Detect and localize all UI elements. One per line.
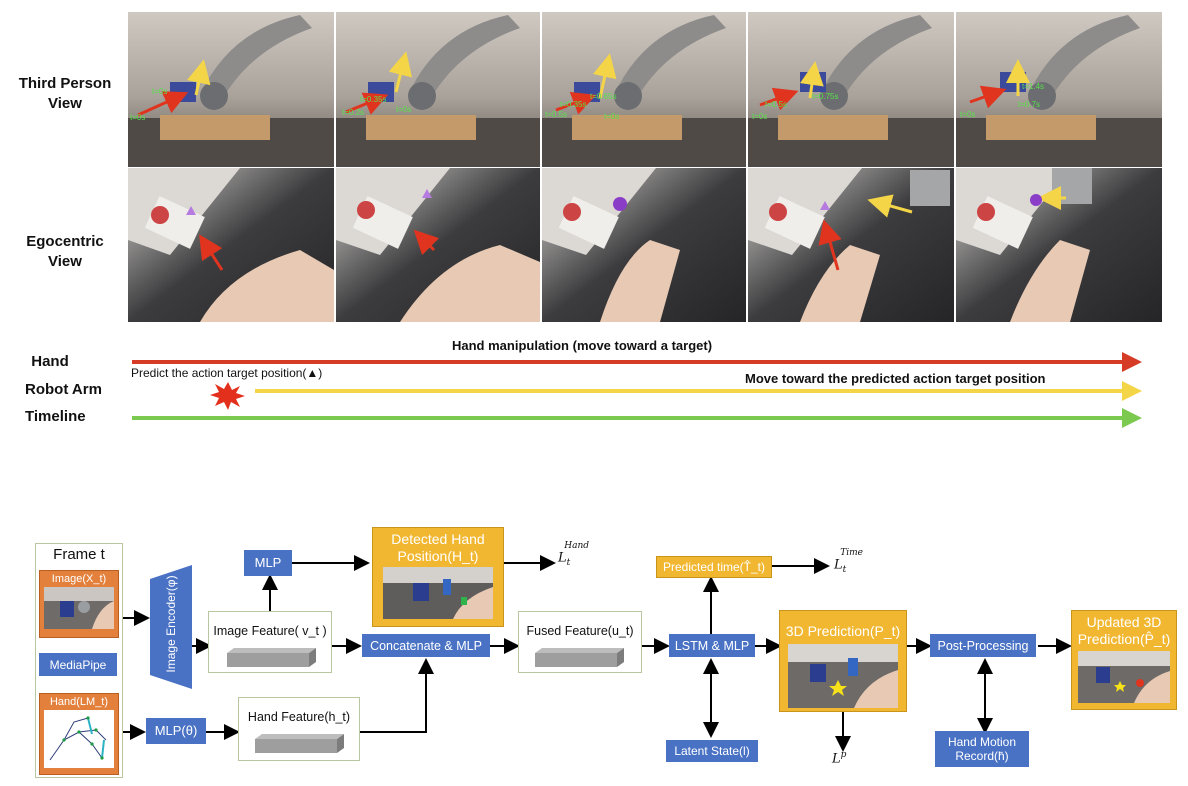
- prediction-3d-box: 3D Prediction(P_t): [779, 610, 907, 712]
- hand-motion-label-1: Hand Motion: [947, 735, 1017, 749]
- overlay-f4-b: t=0.75s: [812, 92, 839, 101]
- loss-time: LtTime: [834, 548, 864, 575]
- overlay-f3-c: t=0.65s: [590, 92, 617, 101]
- egocentric-frame-1: [128, 168, 334, 322]
- third-person-view-label: Third Person View: [18, 75, 112, 112]
- fused-feature-label: Fused Feature(u_t): [526, 624, 634, 638]
- mediapipe-box: MediaPipe: [39, 653, 117, 676]
- overlay-f2-a: t=0.35s: [360, 95, 387, 104]
- predicted-time-label: Predicted time(T̂_t): [662, 560, 766, 574]
- frame-hand-box: Hand(LM_t): [39, 693, 119, 775]
- updated-3d-thumb: [1078, 651, 1170, 703]
- overlay-f4-c: t=0s: [752, 112, 768, 121]
- latent-state-box: Latent State(l): [666, 740, 758, 762]
- overlay-f3-d: t=0s: [604, 112, 620, 121]
- robot-arm-label: Robot Arm: [25, 381, 102, 398]
- updated-3d-title-1: Updated 3D: [1086, 614, 1162, 630]
- timeline-bar: [132, 408, 1142, 428]
- updated-3d-box: Updated 3D Prediction(P̂_t): [1071, 610, 1177, 710]
- lstm-mlp-box: LSTM & MLP: [669, 634, 755, 657]
- frame-hand-label: Hand(LM_t): [49, 696, 109, 708]
- third-person-frame-2: [336, 12, 540, 167]
- third-person-frame-1: [128, 12, 334, 167]
- post-processing-box: Post-Processing: [930, 634, 1036, 657]
- third-person-frame-4: [748, 12, 954, 167]
- hand-motion-box: Hand Motion Record(h̄): [935, 731, 1029, 767]
- concat-mlp-box: Concatenate & MLP: [362, 634, 490, 657]
- overlay-f4-a: t=0.5s: [765, 100, 788, 109]
- overlay-f3-a: t=0.35s: [560, 100, 587, 109]
- image-feature-bar: [227, 648, 316, 667]
- mlp-top-box: MLP: [244, 550, 292, 576]
- egocentric-view-label: Egocentric View: [26, 233, 104, 270]
- overlay-f5-a: t=1.4s: [1022, 82, 1045, 91]
- overlay-f2-b: t=0s: [396, 105, 412, 114]
- overlay-f5-b: t=0.7s: [1018, 100, 1041, 109]
- egocentric-frame-3: [542, 168, 746, 322]
- detected-hand-thumb: [383, 567, 493, 619]
- robot-bar-text: Move toward the predicted action target …: [745, 371, 1046, 386]
- overlay-f1-a: t=0s: [152, 87, 168, 96]
- timeline-bars: [132, 352, 1142, 428]
- detected-hand-box: Detected Hand Position(H_t): [372, 527, 504, 627]
- robot-arm-bar: [255, 381, 1142, 401]
- egocentric-frame-2: [336, 168, 540, 322]
- image-grid: [128, 12, 1162, 322]
- hand-feature-label: Hand Feature(h_t): [247, 710, 351, 724]
- frame-image-thumb: [44, 587, 114, 629]
- timeline-label: Timeline: [25, 408, 86, 425]
- loss-p: Lp: [832, 750, 847, 767]
- third-person-frame-3: [542, 12, 746, 167]
- frame-image-label: Image(X_t): [51, 573, 107, 585]
- frame-image-box: Image(X_t): [39, 570, 119, 638]
- hand-bar: [132, 352, 1142, 372]
- hand-label: Hand: [31, 353, 69, 370]
- third-person-frame-5: [956, 12, 1162, 167]
- frame-t-title: Frame t: [53, 546, 105, 563]
- burst-icon: [210, 382, 245, 410]
- updated-3d-title-2: Prediction(P̂_t): [1077, 631, 1171, 647]
- hand-feature-bar: [255, 734, 344, 753]
- predict-text: Predict the action target position(▲): [131, 366, 323, 380]
- hand-landmark-thumb: [44, 710, 114, 768]
- mlp-theta-box: MLP(θ): [146, 718, 206, 744]
- egocentric-frame-4: [748, 168, 954, 322]
- image-encoder-shape: [150, 565, 192, 689]
- overlay-f1-b: t=0s: [130, 113, 146, 122]
- hand-bar-text: Hand manipulation (move toward a target): [452, 338, 713, 353]
- overlay-f5-c: t=0s: [960, 110, 976, 119]
- overlay-f2-c: t=0.2s: [342, 108, 365, 117]
- egocentric-frame-5: [956, 168, 1162, 322]
- connector-arrows: [70, 555, 1072, 752]
- predicted-time-box: Predicted time(T̂_t): [656, 556, 772, 578]
- image-encoder-label: Image Encoder(φ): [164, 575, 178, 673]
- prediction-3d-title: 3D Prediction(P_t): [785, 623, 901, 639]
- overlay-f3-b: t=0.5s: [545, 110, 568, 119]
- hand-motion-label-2: Record(h̄): [955, 749, 1009, 763]
- detected-hand-title-1: Detected Hand: [391, 531, 485, 547]
- prediction-3d-thumb: [788, 644, 898, 708]
- detected-hand-title-2: Position(H_t): [397, 548, 479, 564]
- fused-feature-bar: [535, 648, 624, 667]
- loss-hand: LtHand: [558, 541, 590, 568]
- image-feature-label: Image Feature( v_t ): [213, 624, 327, 638]
